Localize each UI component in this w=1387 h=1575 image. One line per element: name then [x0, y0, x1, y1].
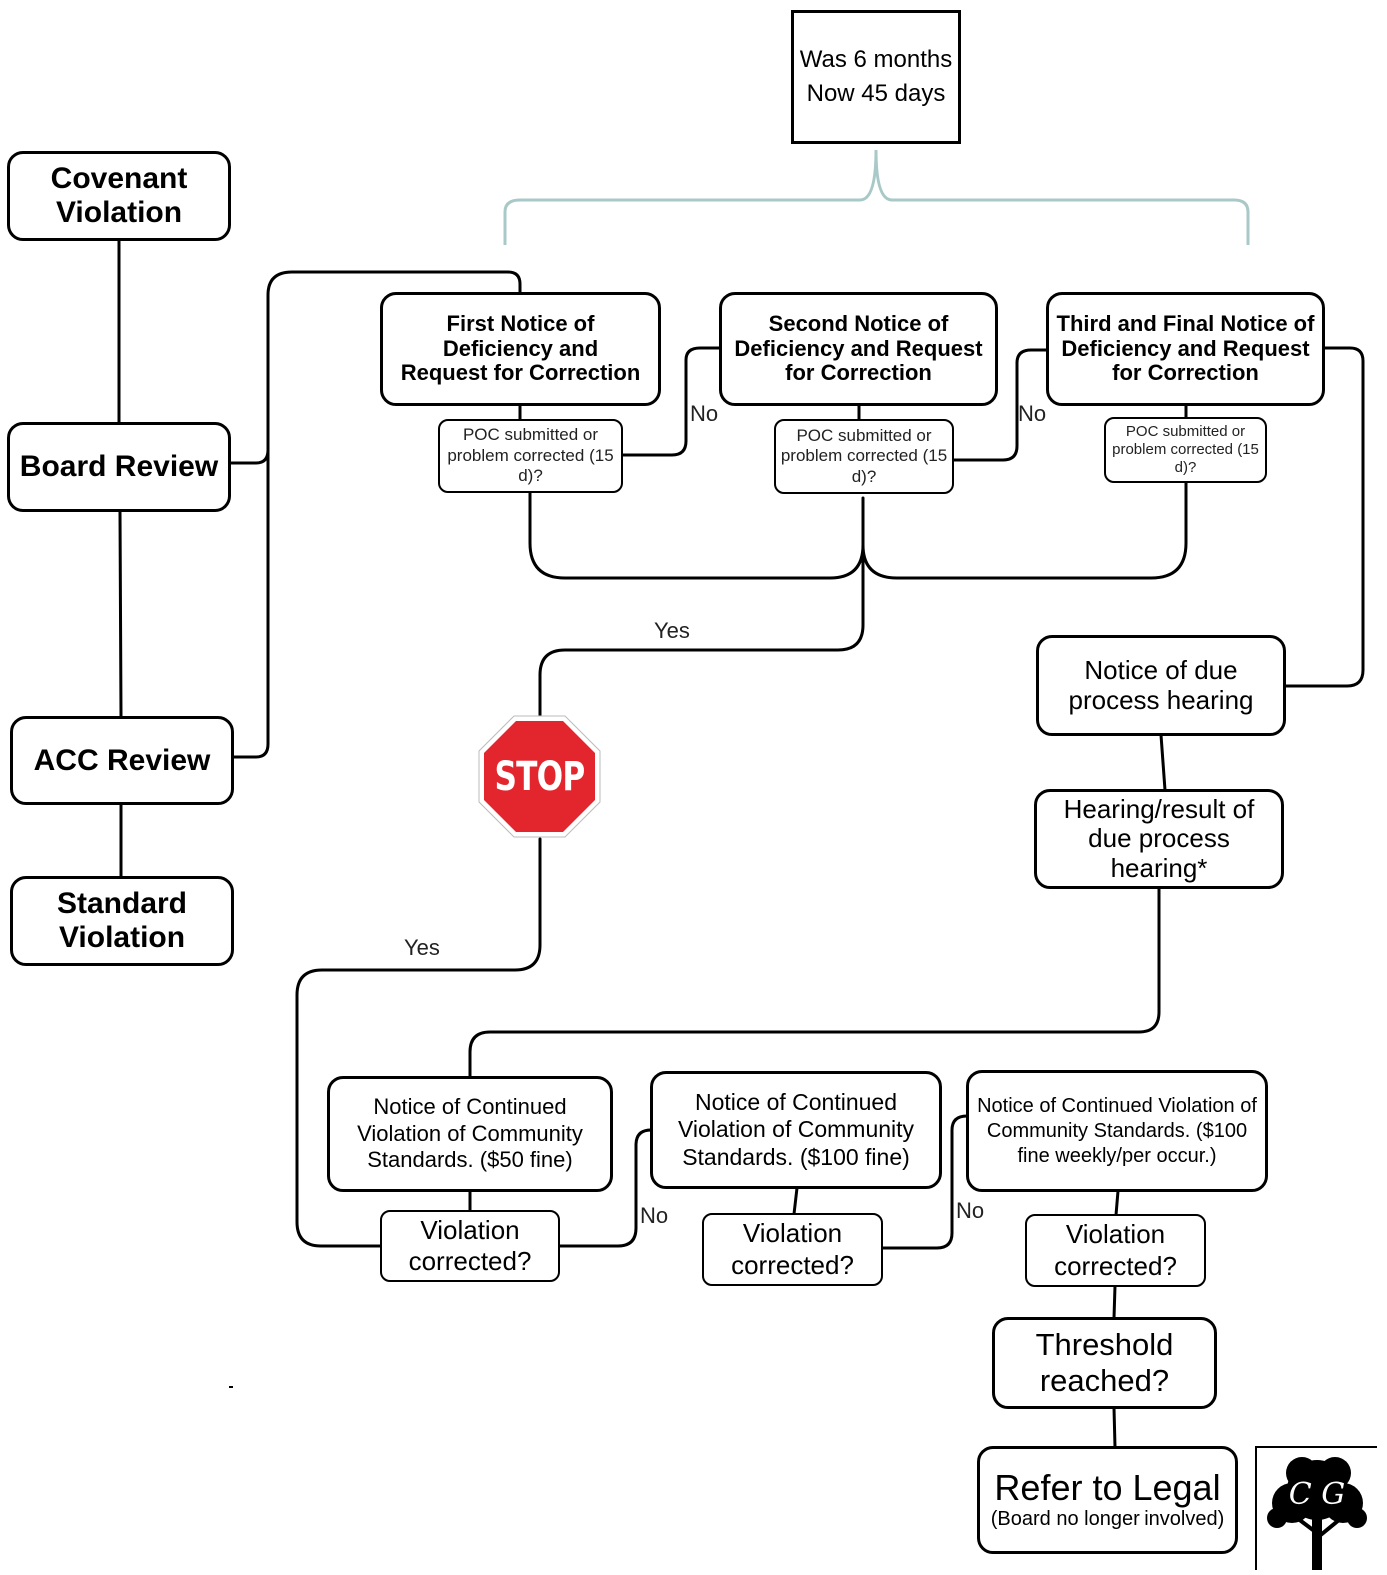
- poc-line3: (15 d)?: [1174, 441, 1259, 476]
- acc-review-box: ACC Review: [10, 716, 234, 805]
- standard-violation-label: Standard Violation: [56, 887, 188, 954]
- refer-to-legal-box: Refer to Legal (Board no longer involved…: [977, 1446, 1238, 1554]
- poc-question-1: POC submitted or problem corrected (15 d…: [438, 419, 623, 493]
- board-review-label: Board Review: [19, 450, 219, 484]
- no-label-2: No: [1018, 401, 1047, 426]
- acc-review-label: ACC Review: [33, 743, 211, 777]
- timeframe-bracket: [503, 149, 1250, 245]
- continued-heading-l2: Violation of Community: [986, 1094, 1257, 1142]
- poc-line2: problem corrected: [1112, 441, 1234, 458]
- logo-initials: C G: [1289, 1477, 1345, 1512]
- threshold-box: Threshold reached?: [992, 1317, 1217, 1409]
- legal-sub-l1: (Board no longer: [990, 1508, 1140, 1531]
- due-process-notice-label: Notice of due process hearing: [1068, 655, 1254, 715]
- poc-line1: POC submitted or: [1125, 423, 1246, 440]
- timing-note-line1: Was 6 months: [799, 46, 953, 74]
- no-label-3: No: [640, 1203, 669, 1228]
- poc-line3: (15 d)?: [851, 446, 948, 486]
- yes-label-1: Yes: [654, 618, 690, 643]
- continued-notice-1: Notice of Continued Violation of Communi…: [327, 1076, 613, 1192]
- continued-heading-l2: Violation of Community: [677, 1116, 915, 1143]
- fine-100: ($100 fine): [799, 1143, 910, 1170]
- stop-sign-label: STOP: [494, 753, 585, 800]
- continued-heading-l3: Standards.: [682, 1143, 794, 1170]
- second-notice-box: Second Notice of Deficiency and Request …: [719, 292, 998, 406]
- poc-line2: problem corrected: [447, 445, 585, 465]
- first-notice-label: First Notice of Deficiency and Request f…: [400, 311, 641, 386]
- vc-line1: Violation: [742, 1218, 843, 1249]
- poc-line1: POC submitted or: [462, 425, 599, 445]
- tree-logo-icon: C G: [1255, 1446, 1377, 1570]
- vc-line2: corrected?: [731, 1249, 854, 1280]
- timing-note-line2: Now 45 days: [806, 80, 946, 107]
- poc-question-2: POC submitted or problem corrected (15 d…: [774, 419, 954, 494]
- vc-line1: Violation: [1065, 1219, 1166, 1250]
- vc-line1: Violation: [420, 1214, 520, 1245]
- first-notice-box: First Notice of Deficiency and Request f…: [380, 292, 661, 406]
- standard-violation-box: Standard Violation: [10, 876, 234, 966]
- fine-100-weekly: ($100 fine weekly/per occur.): [1017, 1119, 1248, 1167]
- stop-sign-icon: [478, 715, 601, 838]
- vc-line2: corrected?: [1054, 1250, 1177, 1281]
- legal-title: Refer to Legal: [994, 1466, 1221, 1508]
- continued-notice-3: Notice of Continued Violation of Communi…: [966, 1070, 1268, 1192]
- poc-line1: POC submitted or: [796, 425, 932, 445]
- threshold-line1: Threshold: [1035, 1327, 1174, 1363]
- continued-heading-l1: Notice of Continued: [694, 1088, 897, 1115]
- third-notice-box: Third and Final Notice of Deficiency and…: [1046, 292, 1325, 406]
- violation-corrected-2: Violation corrected?: [702, 1213, 883, 1286]
- continued-heading-l1: Notice of Continued: [373, 1094, 567, 1120]
- third-notice-label: Third and Final Notice of Deficiency and…: [1056, 311, 1315, 386]
- timing-note-box: Was 6 months Now 45 days: [791, 10, 961, 144]
- legal-sub-l2: involved): [1144, 1508, 1225, 1531]
- continued-heading-l2: Violation of Community: [357, 1120, 583, 1146]
- no-label-1: No: [690, 401, 719, 426]
- fine-50: ($50 fine): [479, 1147, 573, 1173]
- violation-corrected-1: Violation corrected?: [380, 1210, 560, 1282]
- covenant-violation-box: Covenant Violation: [7, 151, 231, 241]
- vc-line2: corrected?: [408, 1246, 532, 1276]
- board-review-box: Board Review: [7, 422, 231, 512]
- hearing-result-box: Hearing/result of due process hearing*: [1034, 789, 1284, 889]
- no-label-4: No: [956, 1198, 985, 1223]
- yes-label-2: Yes: [404, 935, 440, 960]
- threshold-line2: reached?: [1039, 1363, 1170, 1398]
- covenant-violation-label: Covenant Violation: [50, 162, 188, 229]
- second-notice-label: Second Notice of Deficiency and Request …: [734, 311, 983, 386]
- violation-corrected-3: Violation corrected?: [1025, 1214, 1206, 1287]
- poc-line2: problem corrected: [780, 446, 918, 466]
- continued-heading-l3: Standards.: [1093, 1119, 1191, 1142]
- continued-heading-l1: Notice of Continued: [977, 1094, 1153, 1117]
- hearing-result-label: Hearing/result of due process hearing*: [1063, 794, 1255, 883]
- poc-line3: (15 d)?: [518, 445, 614, 486]
- poc-question-3: POC submitted or problem corrected (15 d…: [1104, 417, 1267, 483]
- continued-heading-l3: Standards.: [367, 1147, 474, 1173]
- continued-notice-2: Notice of Continued Violation of Communi…: [650, 1071, 942, 1189]
- due-process-notice-box: Notice of due process hearing: [1036, 635, 1286, 736]
